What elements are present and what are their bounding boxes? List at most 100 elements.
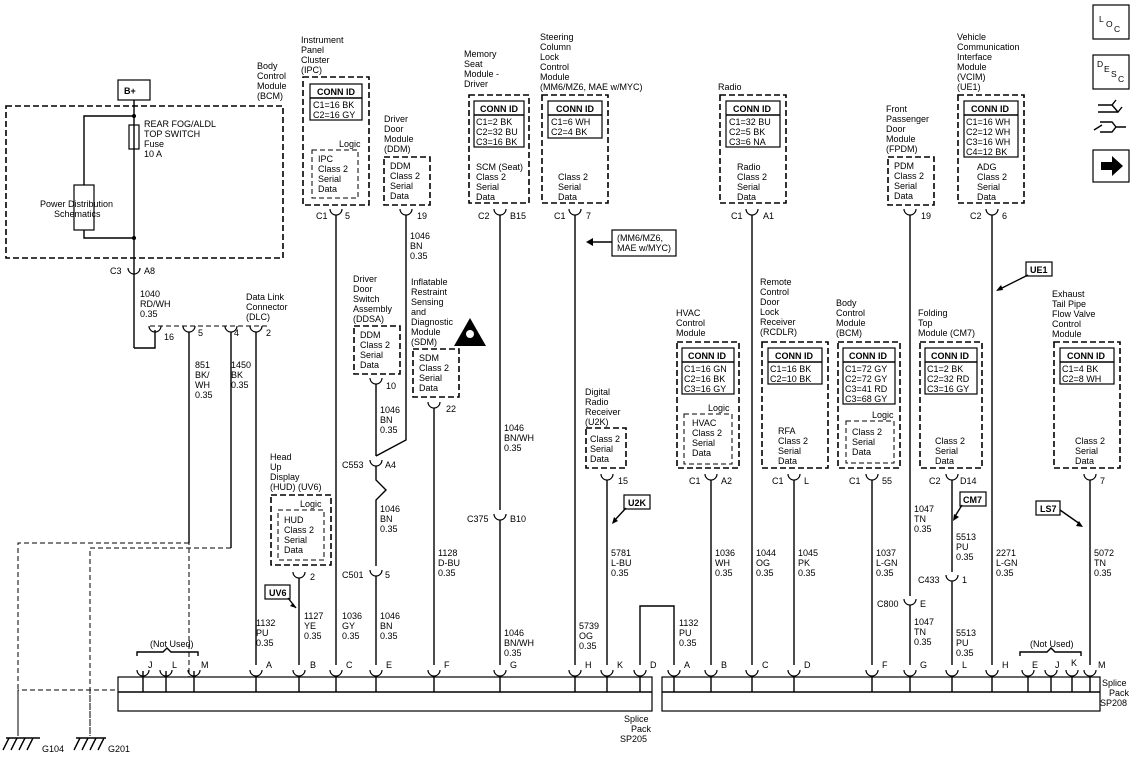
svg-text:HVAC: HVAC (676, 308, 701, 318)
svg-text:L-BU: L-BU (611, 558, 632, 568)
svg-text:Up: Up (270, 462, 282, 472)
svg-text:Control: Control (836, 308, 865, 318)
svg-text:CONN ID: CONN ID (317, 87, 356, 97)
svg-text:0.35: 0.35 (438, 568, 456, 578)
svg-text:Lock: Lock (540, 52, 560, 62)
svg-text:10: 10 (386, 381, 396, 391)
svg-text:C2=8 WH: C2=8 WH (1062, 374, 1101, 384)
mm6-option-tag: (MM6/MZ6, (617, 233, 663, 243)
splice-pack-sp205: 1132 PU 0.35 1036 GY 0.35 (Not Used) J L… (117, 605, 675, 744)
svg-text:Vehicle: Vehicle (957, 32, 986, 42)
svg-text:TN: TN (914, 514, 926, 524)
svg-text:Module: Module (886, 134, 916, 144)
svg-text:K: K (1071, 658, 1077, 668)
svg-text:Cluster: Cluster (301, 55, 330, 65)
svg-text:F: F (882, 660, 888, 670)
svg-text:Data: Data (284, 545, 303, 555)
svg-text:Body: Body (836, 298, 857, 308)
svg-text:Driver: Driver (353, 274, 377, 284)
svg-text:and: and (411, 307, 426, 317)
svg-text:C2=32 BU: C2=32 BU (476, 127, 518, 137)
svg-text:Class 2: Class 2 (476, 172, 506, 182)
svg-text:Control: Control (540, 62, 569, 72)
svg-text:C433: C433 (918, 575, 940, 585)
svg-text:WH: WH (715, 558, 730, 568)
power-section: B+ REAR FOG/ALDL TOP SWITCH Fuse 10 A Po… (5, 61, 287, 349)
cm7-option-tag: CM7 (963, 495, 982, 505)
svg-text:(FPDM): (FPDM) (886, 144, 918, 154)
svg-text:C1=2 BK: C1=2 BK (476, 117, 512, 127)
svg-text:1046: 1046 (410, 231, 430, 241)
svg-text:5: 5 (385, 570, 390, 580)
bcm-module: Body Control Module (BCM) CONN ID C1=72 … (836, 298, 901, 665)
svg-text:CONN ID: CONN ID (849, 351, 888, 361)
svg-text:Restraint: Restraint (411, 287, 448, 297)
exhaust-flow-valve-module: Exhaust Tail Pipe Flow Valve Control Mod… (1035, 289, 1121, 665)
svg-text:1037: 1037 (876, 548, 896, 558)
desc-button[interactable]: D E S C (1092, 54, 1130, 90)
svg-text:16: 16 (164, 332, 174, 342)
svg-text:OG: OG (756, 558, 770, 568)
svg-text:ADG: ADG (977, 162, 997, 172)
svg-text:0.35: 0.35 (504, 648, 522, 658)
b-plus-label: B+ (124, 86, 136, 96)
svg-text:Serial: Serial (390, 181, 413, 191)
next-arrow-button[interactable] (1092, 149, 1130, 183)
svg-text:0.35: 0.35 (956, 552, 974, 562)
svg-text:Data: Data (419, 383, 438, 393)
svg-text:C553: C553 (342, 460, 364, 470)
loc-button[interactable]: L O C (1092, 4, 1130, 40)
svg-text:BN: BN (380, 415, 393, 425)
svg-text:Column: Column (540, 42, 571, 52)
svg-text:Control: Control (257, 71, 286, 81)
svg-text:1046: 1046 (504, 423, 524, 433)
memory-seat-module: Memory Seat Module - Driver CONN ID C1=2… (464, 49, 534, 665)
svg-text:E: E (386, 660, 392, 670)
svg-text:0.35: 0.35 (342, 631, 360, 641)
svg-text:2: 2 (310, 572, 315, 582)
svg-text:(IPC): (IPC) (301, 65, 322, 75)
svg-text:D14: D14 (960, 476, 977, 486)
svg-text:Control: Control (676, 318, 705, 328)
svg-text:BN: BN (380, 621, 393, 631)
svg-text:Steering: Steering (540, 32, 574, 42)
svg-text:Inflatable: Inflatable (411, 277, 448, 287)
svg-text:Module: Module (257, 81, 287, 91)
svg-text:C1=72 GY: C1=72 GY (845, 364, 887, 374)
svg-text:L: L (172, 660, 177, 670)
svg-text:Serial: Serial (318, 174, 341, 184)
svg-text:CONN ID: CONN ID (1067, 351, 1106, 361)
wiring-nav-icon[interactable] (1093, 99, 1126, 133)
svg-text:1040: 1040 (140, 289, 160, 299)
svg-text:5739: 5739 (579, 621, 599, 631)
svg-text:Seat: Seat (464, 59, 483, 69)
svg-text:19: 19 (921, 211, 931, 221)
svg-text:Class 2: Class 2 (894, 171, 924, 181)
svg-text:Data: Data (1075, 456, 1094, 466)
svg-text:C2=72 GY: C2=72 GY (845, 374, 887, 384)
svg-text:(RCDLR): (RCDLR) (760, 327, 797, 337)
svg-text:E: E (1104, 64, 1110, 74)
svg-text:Diagnostic: Diagnostic (411, 317, 454, 327)
svg-text:1132: 1132 (256, 618, 275, 628)
svg-text:H: H (1002, 660, 1009, 670)
svg-text:0.35: 0.35 (1094, 568, 1112, 578)
svg-text:Splice: Splice (1102, 678, 1127, 688)
svg-text:0.35: 0.35 (380, 631, 398, 641)
svg-text:D-BU: D-BU (438, 558, 460, 568)
svg-text:PK: PK (798, 558, 810, 568)
svg-text:G: G (920, 660, 927, 670)
svg-text:1127: 1127 (304, 611, 323, 621)
svg-text:Sensing: Sensing (411, 297, 444, 307)
svg-text:0.35: 0.35 (715, 568, 733, 578)
svg-text:0.35: 0.35 (380, 425, 398, 435)
svg-text:Data: Data (590, 454, 609, 464)
svg-text:1047: 1047 (914, 504, 934, 514)
svg-text:6: 6 (1002, 211, 1007, 221)
svg-text:Data: Data (318, 184, 337, 194)
vcim-module: Vehicle Communication Interface Module (… (957, 32, 1053, 665)
svg-text:7: 7 (586, 211, 591, 221)
svg-text:Control: Control (760, 287, 789, 297)
svg-text:K: K (617, 660, 623, 670)
svg-text:Exhaust: Exhaust (1052, 289, 1085, 299)
